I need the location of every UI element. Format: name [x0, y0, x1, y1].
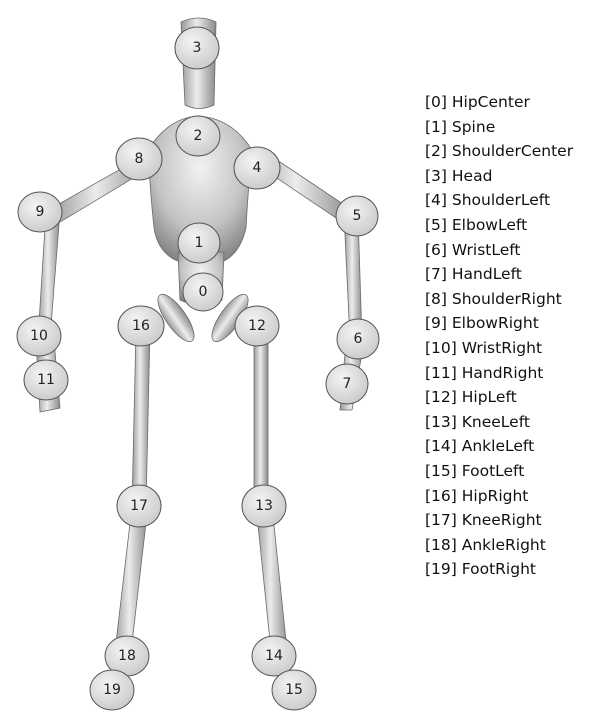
joint-0: 0 — [182, 272, 224, 312]
legend-item-hip-center: [0] HipCenter — [425, 93, 530, 111]
svg-text:8: 8 — [135, 151, 144, 167]
joint-5: 5 — [335, 195, 379, 237]
svg-text:9: 9 — [36, 204, 45, 220]
joint-7: 7 — [325, 363, 369, 405]
left-thigh — [253, 329, 269, 507]
svg-text:17: 17 — [130, 498, 148, 514]
legend-item-foot-right: [19] FootRight — [425, 560, 536, 579]
legend-item-hand-right: [11] HandRight — [425, 363, 544, 382]
joint-8: 8 — [115, 137, 163, 181]
legend-item-hip-right: [16] HipRight — [425, 486, 529, 505]
joint-12: 12 — [234, 305, 280, 347]
joint-19: 19 — [89, 669, 135, 711]
joint-2: 2 — [175, 115, 221, 157]
legend-item-knee-left: [13] KneeLeft — [425, 412, 530, 431]
joint-16: 16 — [117, 305, 165, 347]
svg-text:18: 18 — [118, 648, 136, 664]
svg-text:16: 16 — [132, 318, 150, 334]
joint-9: 9 — [17, 191, 63, 233]
legend-item-foot-left: [15] FootLeft — [425, 461, 525, 480]
joint-17: 17 — [116, 484, 162, 528]
svg-text:12: 12 — [248, 318, 266, 334]
svg-text:14: 14 — [265, 648, 283, 664]
svg-text:10: 10 — [30, 328, 48, 344]
legend-item-wrist-left: [6] WristLeft — [425, 240, 521, 259]
joint-3: 3 — [174, 26, 220, 70]
svg-text:13: 13 — [255, 498, 273, 514]
svg-text:7: 7 — [343, 376, 352, 392]
legend-item-elbow-left: [5] ElbowLeft — [425, 215, 528, 234]
svg-text:5: 5 — [353, 208, 362, 224]
svg-text:19: 19 — [103, 682, 121, 698]
svg-text:0: 0 — [199, 284, 208, 300]
legend-item-head: [3] Head — [425, 166, 493, 185]
legend-item-ankle-right: [18] AnkleRight — [425, 535, 546, 554]
legend-item-ankle-left: [14] AnkleLeft — [425, 437, 535, 456]
joint-13: 13 — [241, 484, 287, 528]
legend-item-elbow-right: [9] ElbowRight — [425, 314, 539, 333]
joint-11: 11 — [23, 359, 69, 401]
joint-10: 10 — [16, 315, 62, 357]
legend-item-shoulder-right: [8] ShoulderRight — [425, 289, 562, 308]
svg-text:4: 4 — [253, 160, 262, 176]
svg-text:3: 3 — [193, 40, 202, 56]
svg-text:2: 2 — [194, 128, 203, 144]
legend-item-shoulder-left: [4] ShoulderLeft — [425, 191, 551, 210]
joint-4: 4 — [233, 146, 281, 190]
body-silhouette — [35, 17, 365, 661]
legend-item-hand-left: [7] HandLeft — [425, 265, 522, 284]
joint-14: 14 — [251, 635, 297, 677]
legend-item-hip-left: [12] HipLeft — [425, 388, 517, 407]
svg-text:1: 1 — [195, 235, 204, 251]
legend-item-shoulder-center: [2] ShoulderCenter — [425, 142, 574, 161]
right-thigh — [131, 329, 151, 507]
svg-text:6: 6 — [354, 331, 363, 347]
joint-1: 1 — [177, 222, 221, 264]
legend-item-wrist-right: [10] WristRight — [425, 338, 543, 357]
joint-legend: [0] HipCenter [1] Spine [2] ShoulderCent… — [425, 90, 609, 582]
hip-wing-right — [157, 293, 195, 343]
joint-15: 15 — [271, 669, 317, 711]
joint-6: 6 — [336, 318, 380, 360]
svg-text:11: 11 — [37, 372, 55, 388]
skeleton-figure: 0 1 2 3 4 5 6 7 8 9 10 11 12 13 14 15 16… — [16, 17, 380, 711]
legend-item-spine: [1] Spine — [425, 117, 496, 136]
legend-item-knee-right: [17] KneeRight — [425, 511, 542, 530]
svg-text:15: 15 — [285, 682, 303, 698]
